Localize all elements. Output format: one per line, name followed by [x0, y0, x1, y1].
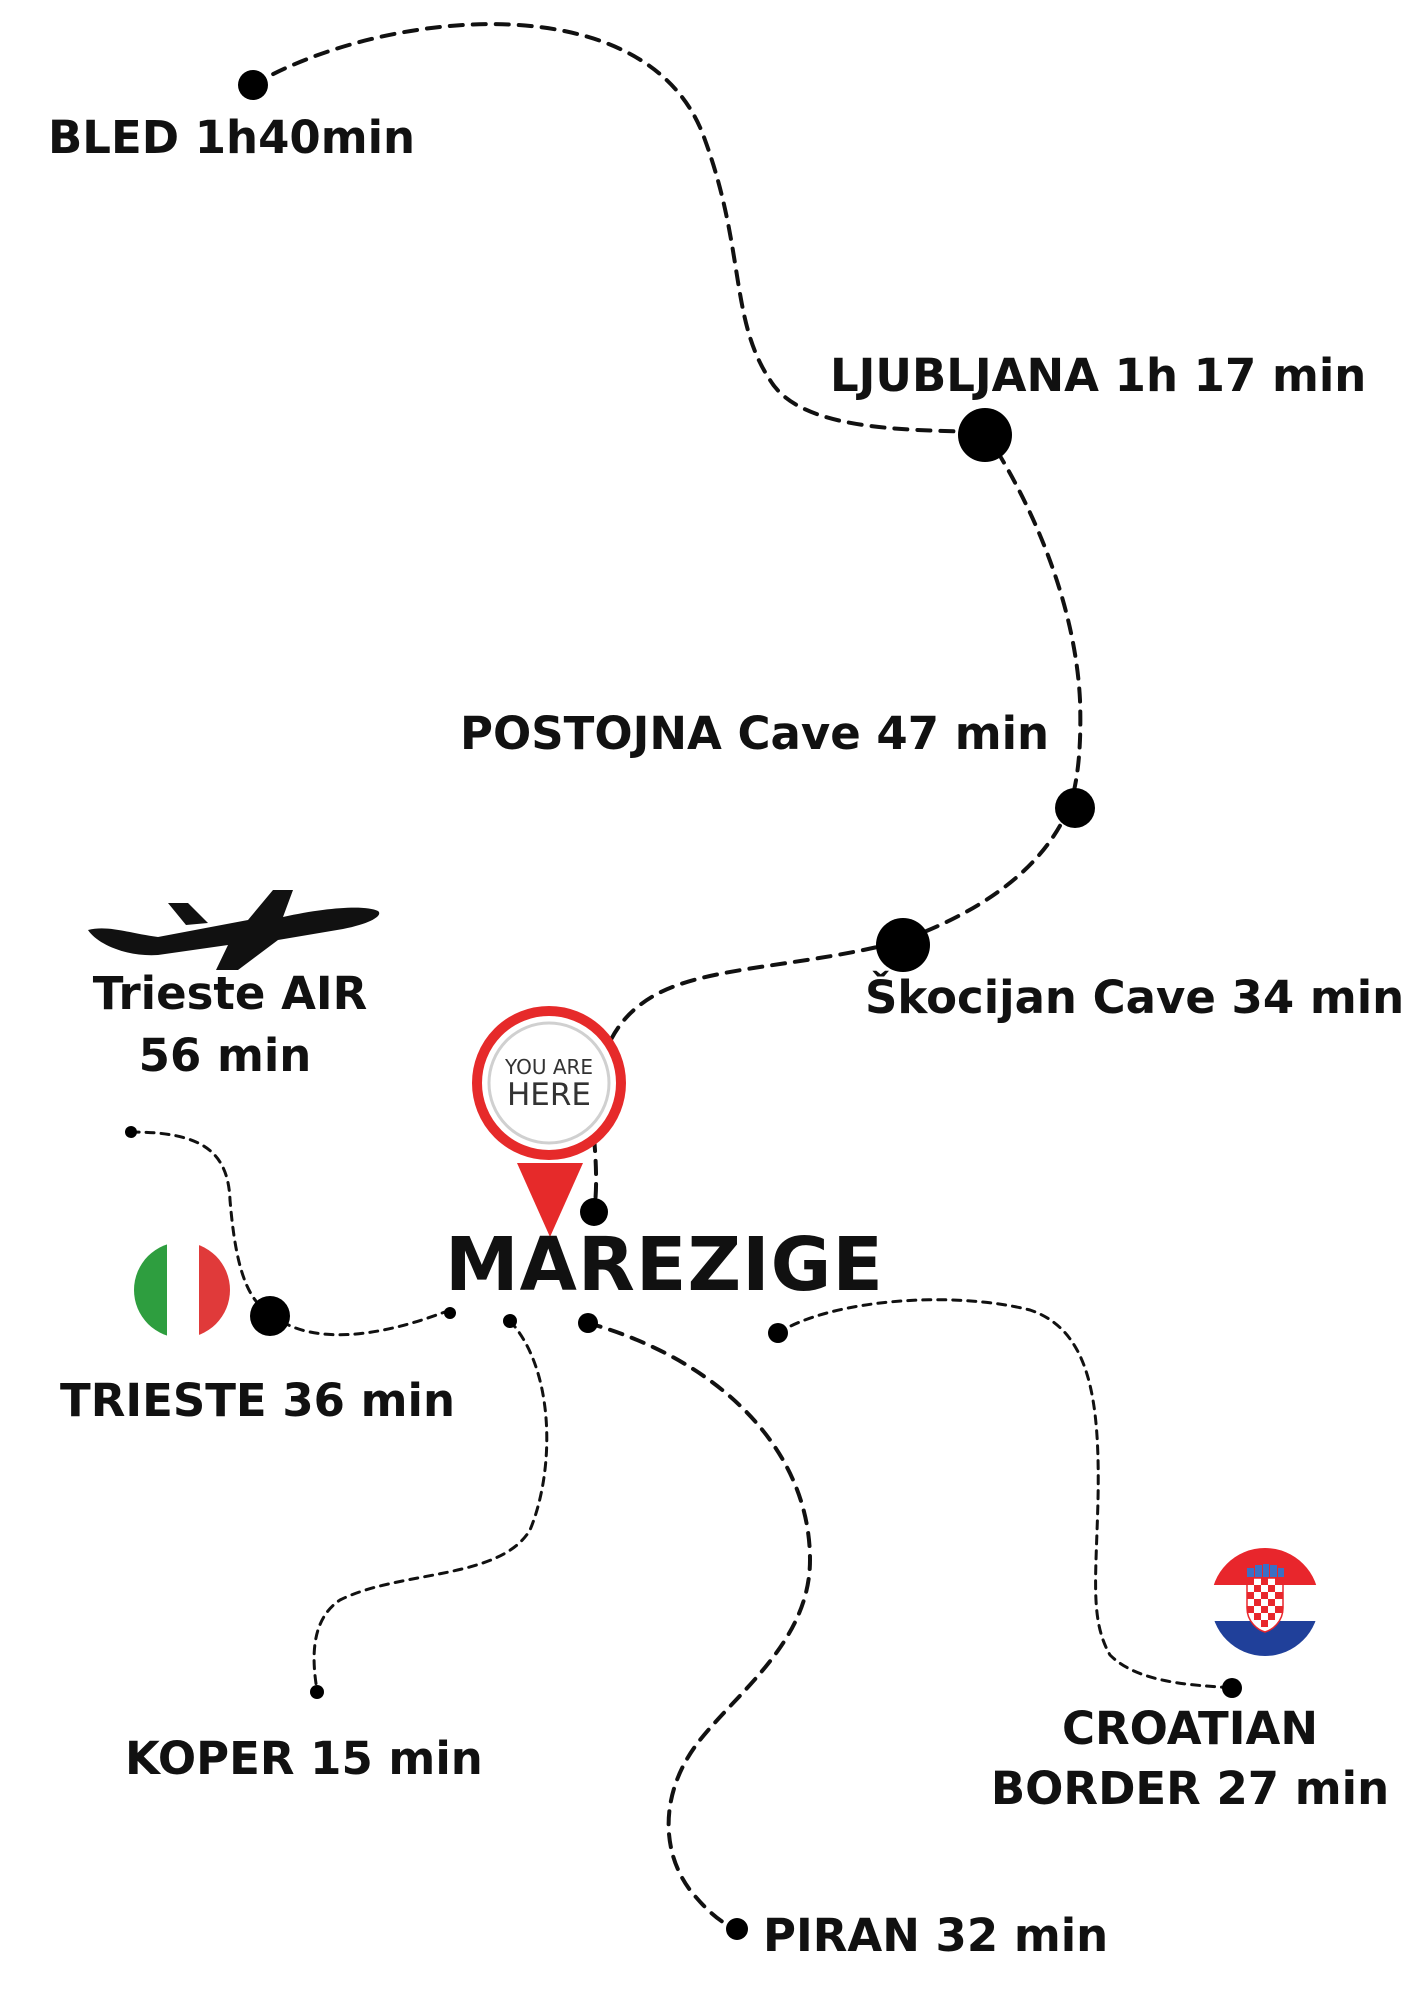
- route-postojna-skocijan: [896, 803, 1072, 944]
- trieste-air-label-line1: Trieste AIR: [92, 967, 368, 1020]
- airplane-icon: [88, 890, 380, 970]
- skocijan-dot[interactable]: [876, 918, 930, 972]
- koper-label: KOPER 15 min: [125, 1732, 483, 1785]
- route-bled-ljubljana: [251, 22, 987, 434]
- postojna-label: POSTOJNA Cave 47 min: [460, 707, 1050, 760]
- marezige-dot[interactable]: [580, 1198, 608, 1226]
- trieste-label: TRIESTE 36 min: [60, 1374, 455, 1427]
- you-are-here-pin: [472, 1006, 626, 1237]
- skocijan-label: Škocijan Cave 34 min: [865, 971, 1405, 1024]
- route-marezige-croatian-border: [776, 1298, 1234, 1690]
- marezige-piran-dot: [578, 1313, 598, 1333]
- trieste-air-label-line2: 56 min: [138, 1028, 312, 1082]
- route-marezige-piran: [586, 1321, 813, 1931]
- trieste-dot[interactable]: [250, 1296, 290, 1336]
- route-skocijan-marezige: [591, 940, 900, 1212]
- piran-label: PIRAN 32 min: [763, 1909, 1109, 1962]
- marezige-label: MAREZIGE: [445, 1222, 884, 1308]
- croatian-border-label: CROATIAN BORDER 27 min: [990, 1703, 1390, 1815]
- italy-flag-icon: [134, 1242, 230, 1338]
- marezige-east-dot: [768, 1323, 788, 1343]
- marezige-west-dot: [444, 1307, 456, 1319]
- pin-text-line2: HERE: [506, 1077, 592, 1113]
- croatia-flag-icon: [1211, 1548, 1319, 1656]
- trieste-air-label: Trieste AIR 56 min: [70, 968, 390, 1082]
- croatian-border-dot[interactable]: [1222, 1678, 1242, 1698]
- route-trieste-air-trieste: [129, 1130, 272, 1315]
- postojna-dot[interactable]: [1055, 788, 1095, 828]
- bled-dot[interactable]: [238, 70, 268, 100]
- croatian-border-label-line2: BORDER 27 min: [990, 1761, 1390, 1815]
- croatian-border-label-line1: CROATIAN: [1062, 1702, 1318, 1755]
- ljubljana-label: LJUBLJANA 1h 17 min: [830, 349, 1367, 402]
- bled-label: BLED 1h40min: [48, 111, 416, 164]
- route-trieste-marezige: [268, 1308, 452, 1337]
- route-marezige-koper: [312, 1319, 549, 1692]
- trieste-air-dot[interactable]: [125, 1126, 137, 1138]
- pin-text-line1: YOU ARE: [504, 1055, 594, 1079]
- marezige-south-dot: [503, 1314, 517, 1328]
- koper-dot[interactable]: [310, 1685, 324, 1699]
- ljubljana-dot[interactable]: [958, 408, 1012, 462]
- piran-dot[interactable]: [726, 1918, 748, 1940]
